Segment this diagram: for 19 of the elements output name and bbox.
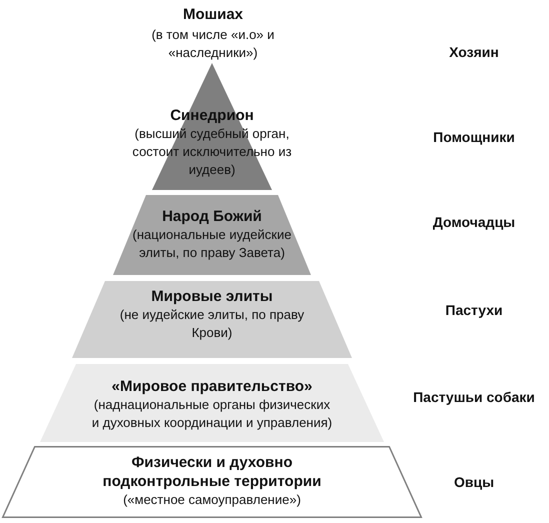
tier-title: Физически и духовно подконтрольные территории (102, 453, 322, 491)
tier-role-label: Пастухи (444, 301, 504, 319)
pyramid-layer (2, 446, 422, 518)
tier-role-label: Хозяин (448, 43, 500, 61)
tier-role-label: Пастушьи собаки (412, 388, 536, 406)
tier-title: Мировые элиты (150, 287, 274, 306)
pyramid-layer (72, 281, 352, 358)
tier-description: (национальные иудейские элиты, по праву Завета) (132, 226, 292, 262)
tier-description: (наднациональные органы физических и духовных координации и управления) (90, 396, 334, 432)
tier-description: («местное самоуправление») (122, 491, 302, 509)
tier-role-label: Овцы (452, 473, 496, 491)
apex-description: (в том числе «и.о» и «наследники») (150, 26, 276, 62)
pyramid-layer (113, 195, 311, 275)
apex-title: Мошиах (182, 6, 244, 24)
tier-role-label: Помощники (432, 128, 516, 146)
tier-title: «Мировое правительство» (110, 377, 314, 396)
tier-description: (не иудейские элиты, по праву Крови) (118, 306, 306, 342)
tier-role-label: Домочадцы (432, 213, 516, 231)
tier-title: Народ Божий (161, 207, 263, 226)
